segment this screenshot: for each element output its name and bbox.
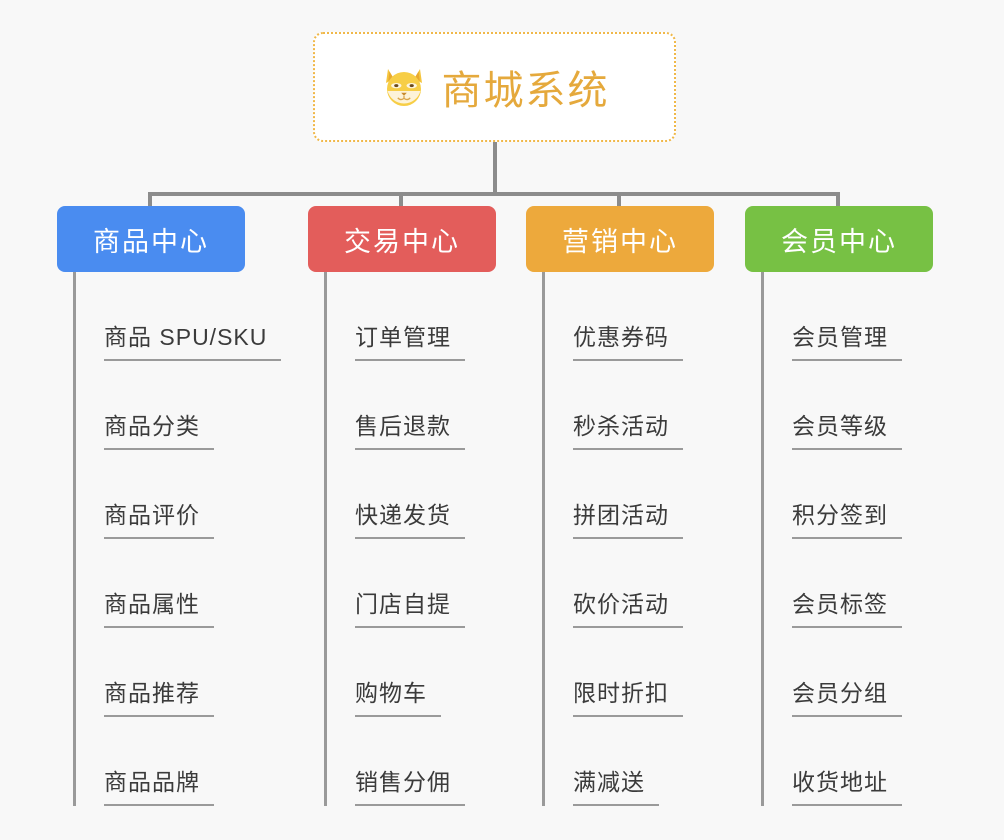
leaf-label: 商品 SPU/SKU <box>104 318 282 361</box>
branch-header-label: 营销中心 <box>562 226 678 257</box>
leaf-label: 快递发货 <box>355 496 465 539</box>
leaf-label: 积分签到 <box>792 496 902 539</box>
branch-header-product[interactable]: 商品中心 <box>57 206 245 272</box>
leaf-label: 售后退款 <box>355 407 465 450</box>
connector-drop-2 <box>399 192 403 210</box>
leaf-item[interactable]: 拼团活动 <box>526 450 741 539</box>
leaf-list-2: 订单管理 售后退款 快递发货 门店自提 购物车 销售分佣 <box>308 272 528 806</box>
leaf-item[interactable]: 售后退款 <box>308 361 528 450</box>
branch-header-trade[interactable]: 交易中心 <box>308 206 496 272</box>
leaf-label: 商品品牌 <box>104 763 214 806</box>
leaf-label: 秒杀活动 <box>573 407 683 450</box>
leaf-item[interactable]: 会员标签 <box>745 539 960 628</box>
leaf-item[interactable]: 商品分类 <box>57 361 307 450</box>
leaf-item[interactable]: 商品 SPU/SKU <box>57 272 307 361</box>
branch-column-4: 会员中心 会员管理 会员等级 积分签到 会员标签 会员分组 收货地址 <box>745 206 960 822</box>
leaf-item[interactable]: 订单管理 <box>308 272 528 361</box>
leaf-item[interactable]: 砍价活动 <box>526 539 741 628</box>
leaf-item[interactable]: 商品属性 <box>57 539 307 628</box>
leaf-label: 商品属性 <box>104 585 214 628</box>
leaf-item[interactable]: 积分签到 <box>745 450 960 539</box>
leaf-label: 优惠券码 <box>573 318 683 361</box>
leaf-label: 限时折扣 <box>573 674 683 717</box>
leaf-item[interactable]: 优惠券码 <box>526 272 741 361</box>
leaf-label: 商品推荐 <box>104 674 214 717</box>
leaf-label: 会员分组 <box>792 674 902 717</box>
leaf-list-3: 优惠券码 秒杀活动 拼团活动 砍价活动 限时折扣 满减送 <box>526 272 741 806</box>
leaf-label: 收货地址 <box>792 763 902 806</box>
leaf-label: 会员管理 <box>792 318 902 361</box>
leaf-label: 门店自提 <box>355 585 465 628</box>
leaf-item[interactable]: 门店自提 <box>308 539 528 628</box>
branch-header-member[interactable]: 会员中心 <box>745 206 933 272</box>
branch-header-marketing[interactable]: 营销中心 <box>526 206 714 272</box>
leaf-item[interactable]: 商品推荐 <box>57 628 307 717</box>
leaf-label: 砍价活动 <box>573 585 683 628</box>
branch-column-3: 营销中心 优惠券码 秒杀活动 拼团活动 砍价活动 限时折扣 满减送 <box>526 206 741 822</box>
branch-header-label: 会员中心 <box>781 226 897 257</box>
leaf-label: 会员标签 <box>792 585 902 628</box>
leaf-item[interactable]: 会员分组 <box>745 628 960 717</box>
leaf-label: 订单管理 <box>355 318 465 361</box>
connector-drop-1 <box>148 192 152 210</box>
leaf-list-4: 会员管理 会员等级 积分签到 会员标签 会员分组 收货地址 <box>745 272 960 806</box>
leaf-item[interactable]: 快递发货 <box>308 450 528 539</box>
leaf-label: 会员等级 <box>792 407 902 450</box>
leaf-label: 商品评价 <box>104 496 214 539</box>
leaf-item[interactable]: 收货地址 <box>745 717 960 806</box>
leaf-item[interactable]: 商品品牌 <box>57 717 307 806</box>
branch-column-2: 交易中心 订单管理 售后退款 快递发货 门店自提 购物车 销售分佣 <box>308 206 528 822</box>
leaf-label: 销售分佣 <box>355 763 465 806</box>
leaf-list-1: 商品 SPU/SKU 商品分类 商品评价 商品属性 商品推荐 商品品牌 <box>57 272 307 806</box>
leaf-item[interactable]: 购物车 <box>308 628 528 717</box>
leaf-item[interactable]: 销售分佣 <box>308 717 528 806</box>
leaf-label: 商品分类 <box>104 407 214 450</box>
branch-header-label: 交易中心 <box>344 226 460 257</box>
connector-bus <box>148 192 840 196</box>
leaf-label: 购物车 <box>355 674 441 717</box>
leaf-label: 拼团活动 <box>573 496 683 539</box>
leaf-item[interactable]: 会员等级 <box>745 361 960 450</box>
leaf-item[interactable]: 商品评价 <box>57 450 307 539</box>
leaf-item[interactable]: 满减送 <box>526 717 741 806</box>
branch-header-label: 商品中心 <box>93 226 209 257</box>
connector-stem <box>493 142 497 194</box>
root-title: 商城系统 <box>441 69 610 113</box>
shiba-dog-face-icon <box>380 63 428 111</box>
connector-drop-3 <box>617 192 621 210</box>
branch-column-1: 商品中心 商品 SPU/SKU 商品分类 商品评价 商品属性 商品推荐 商品品牌 <box>57 206 307 822</box>
connector-drop-4 <box>836 192 840 210</box>
root-node[interactable]: 商城系统 <box>313 32 676 142</box>
leaf-label: 满减送 <box>573 763 659 806</box>
leaf-item[interactable]: 会员管理 <box>745 272 960 361</box>
leaf-item[interactable]: 限时折扣 <box>526 628 741 717</box>
leaf-item[interactable]: 秒杀活动 <box>526 361 741 450</box>
